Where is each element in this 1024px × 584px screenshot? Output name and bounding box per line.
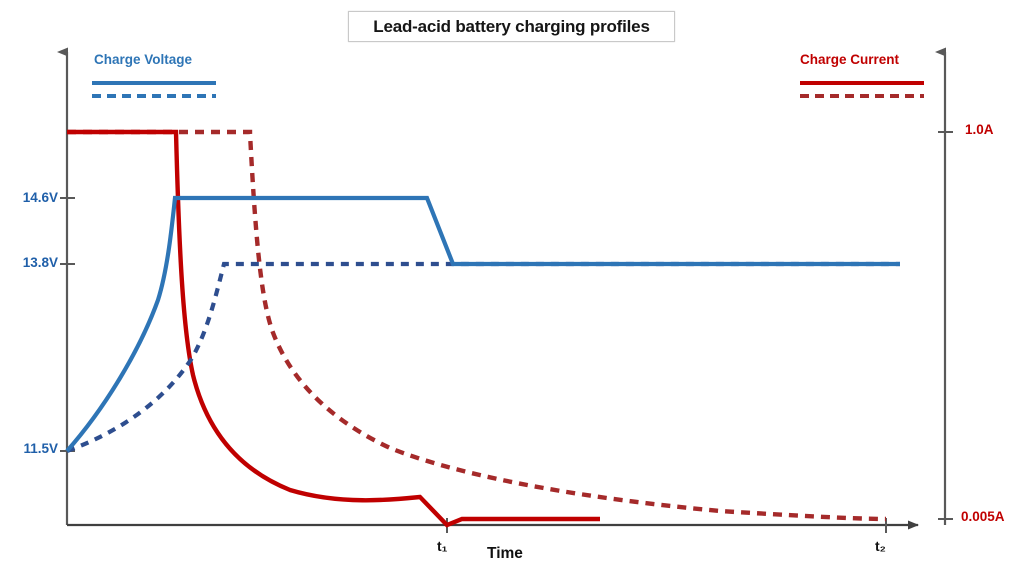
y-right-tick-1-0a: 1.0A	[965, 122, 994, 137]
x-tick-t1: t₁	[437, 538, 448, 554]
legend-current-solid-swatch	[800, 81, 924, 85]
series-charge-current-solid	[67, 129, 600, 528]
legend-voltage-solid-swatch	[92, 81, 216, 85]
axis-lines	[57, 47, 947, 530]
page-title: Lead-acid battery charging profiles	[373, 16, 650, 36]
series-charge-current-dashed	[67, 129, 887, 522]
y-left-tick-13-8v: 13.8V	[22, 255, 58, 270]
legend-voltage-dashed-swatch	[92, 94, 216, 98]
legend-charge-voltage-label: Charge Voltage	[94, 52, 193, 67]
tick-marks	[60, 131, 953, 533]
series-charge-voltage-solid	[65, 195, 900, 453]
legend-charge-voltage: Charge Voltage	[92, 52, 216, 98]
y-right-tick-0-005a: 0.005A	[961, 509, 1005, 524]
x-tick-t2: t₂	[875, 538, 886, 554]
series-charge-voltage-dashed	[66, 261, 900, 453]
legend-current-dashed-swatch	[800, 94, 924, 98]
legend-charge-current: Charge Current	[800, 52, 924, 98]
legend-charge-current-label: Charge Current	[800, 52, 900, 67]
chart-title-box: Lead-acid battery charging profiles	[348, 11, 675, 42]
y-left-tick-14-6v: 14.6V	[22, 190, 58, 205]
x-axis-title: Time	[487, 545, 523, 562]
y-left-tick-11-5v: 11.5V	[23, 441, 58, 456]
